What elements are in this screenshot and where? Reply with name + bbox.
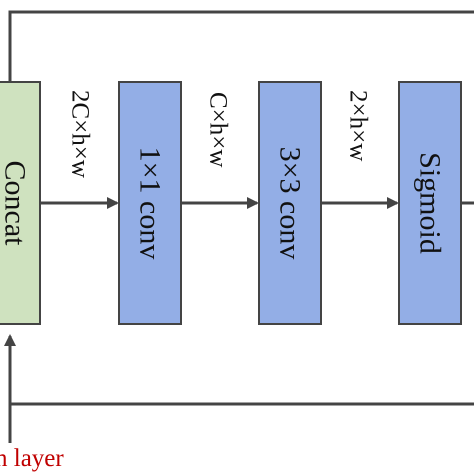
edge-label-c: C×h×w xyxy=(205,92,232,167)
conv3x3-block xyxy=(258,81,322,325)
top-skip-connection-line xyxy=(8,10,474,82)
sigmoid-label: Sigmoid xyxy=(414,152,447,254)
conv3x3-label: 3×3 conv xyxy=(274,147,307,260)
concat-label: Concat xyxy=(0,161,32,247)
bottom-skip-connection-line xyxy=(8,402,474,443)
conv1x1-label: 1×1 conv xyxy=(134,147,167,260)
conv1x1-block xyxy=(118,81,182,325)
sigmoid-block xyxy=(398,81,462,325)
input-layer-label: n layer xyxy=(0,445,64,472)
edge-label-2: 2×h×w xyxy=(345,90,372,161)
edge-label-2c: 2C×h×w xyxy=(67,90,94,178)
